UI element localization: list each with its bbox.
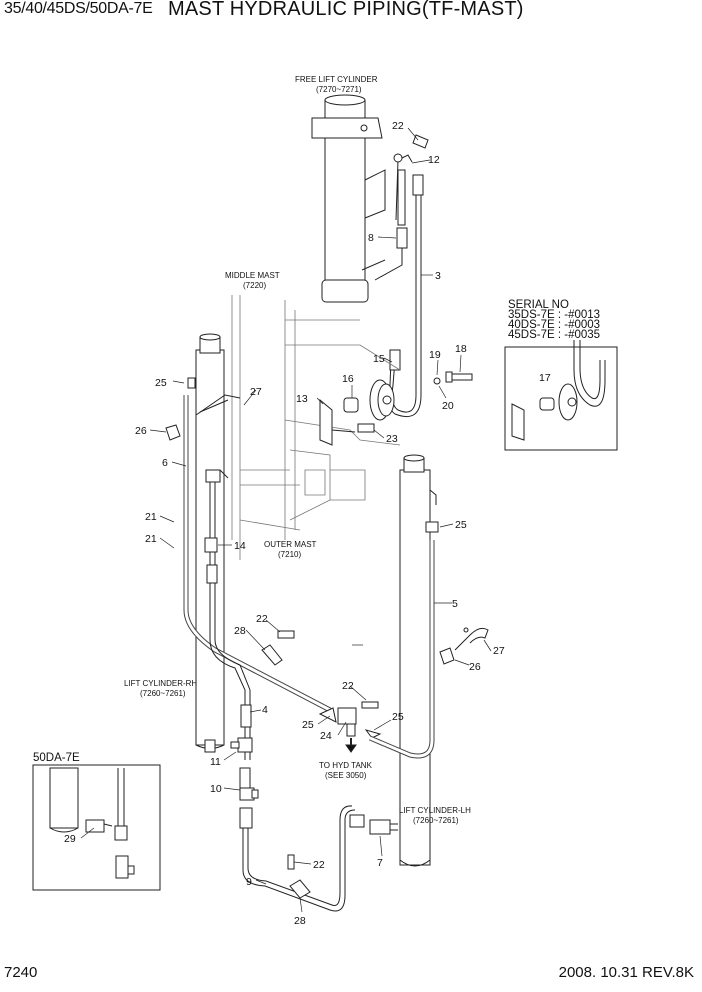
label-outer-mast: OUTER MAST — [264, 540, 317, 549]
model-code: 35/40/45DS/50DA-7E — [4, 0, 153, 17]
label-middle-mast-ref: (7220) — [243, 281, 266, 290]
callout-15: 15 — [373, 353, 385, 365]
callout-5: 5 — [452, 598, 458, 610]
label-outer-mast-ref: (7210) — [278, 550, 301, 559]
bracket-27-right — [439, 627, 489, 665]
callout-22c: 22 — [342, 680, 354, 692]
leader-lines — [80, 127, 492, 913]
callout-25c: 25 — [302, 719, 314, 731]
clamp-28-upper — [261, 630, 295, 666]
variant-inset — [32, 764, 161, 891]
callout-22d: 22 — [313, 859, 325, 871]
callout-18: 18 — [455, 343, 467, 355]
callout-10: 10 — [210, 783, 222, 795]
label-to-hyd-tank-ref: (SEE 3050) — [325, 771, 367, 780]
callout-21b: 21 — [145, 533, 157, 545]
callout-24: 24 — [320, 730, 332, 742]
callout-25b: 25 — [455, 519, 467, 531]
label-middle-mast: MIDDLE MAST — [225, 271, 280, 280]
callout-29: 29 — [64, 833, 76, 845]
callout-27: 27 — [250, 386, 262, 398]
serial-line-1: 35DS-7E : -#0013 — [508, 309, 600, 321]
hose-3 — [374, 134, 429, 418]
label-free-lift-cylinder: FREE LIFT CYLINDER — [295, 75, 378, 84]
callout-26b: 26 — [469, 661, 481, 673]
hose-5 — [369, 540, 435, 759]
callout-12: 12 — [428, 154, 440, 166]
label-lift-cylinder-rh-range: (7260~7261) — [140, 689, 186, 698]
lift-cylinder-lh — [399, 454, 439, 867]
callout-17: 17 — [539, 372, 551, 384]
callout-28: 28 — [234, 625, 246, 637]
hose-6 — [165, 394, 332, 713]
pipe-9 — [239, 805, 398, 912]
callout-14: 14 — [234, 540, 246, 552]
callout-20: 20 — [442, 400, 454, 412]
callout-22b: 22 — [256, 613, 268, 625]
serial-line-3: 45DS-7E : -#0035 — [508, 329, 600, 341]
callout-8: 8 — [368, 232, 374, 244]
callout-3: 3 — [435, 270, 441, 282]
callout-9: 9 — [246, 876, 252, 888]
label-to-hyd-tank: TO HYD TANK — [319, 761, 373, 770]
callout-27b: 27 — [493, 645, 505, 657]
callout-16: 16 — [342, 373, 354, 385]
callout-26: 26 — [135, 425, 147, 437]
label-free-lift-cylinder-range: (7270~7271) — [316, 85, 362, 94]
serial-inset — [504, 340, 618, 451]
callout-23: 23 — [386, 433, 398, 445]
serial-title: SERIAL NO — [508, 299, 569, 311]
callout-11: 11 — [210, 756, 221, 768]
free-lift-cylinder — [311, 94, 386, 303]
revision-date: 2008. 10.31 REV.8K — [558, 964, 694, 981]
callout-25: 25 — [155, 377, 167, 389]
pipe-14 — [204, 469, 252, 760]
callout-21: 21 — [145, 511, 157, 523]
callout-28b: 28 — [294, 915, 306, 927]
page-title: MAST HYDRAULIC PIPING(TF-MAST) — [168, 0, 524, 20]
callout-19: 19 — [429, 349, 441, 361]
label-lift-cylinder-lh-range: (7260~7261) — [413, 816, 459, 825]
serial-line-2: 40DS-7E : -#0003 — [508, 319, 600, 331]
callout-25d: 25 — [392, 711, 404, 723]
callout-6: 6 — [162, 457, 168, 469]
tee-24 — [318, 701, 382, 753]
callout-4: 4 — [262, 704, 268, 716]
page-number: 7240 — [4, 964, 38, 981]
middle-mast — [231, 295, 401, 560]
label-lift-cylinder-rh: LIFT CYLINDER-RH — [124, 679, 197, 688]
fittings-10-11 — [230, 737, 259, 801]
label-lift-cylinder-lh: LIFT CYLINDER-LH — [399, 806, 471, 815]
lift-cylinder-rh — [187, 333, 225, 753]
sheave-assembly — [319, 371, 473, 446]
callout-22: 22 — [392, 120, 404, 132]
variant-title: 50DA-7E — [33, 752, 80, 764]
callout-7: 7 — [377, 857, 383, 869]
callout-13: 13 — [296, 393, 308, 405]
